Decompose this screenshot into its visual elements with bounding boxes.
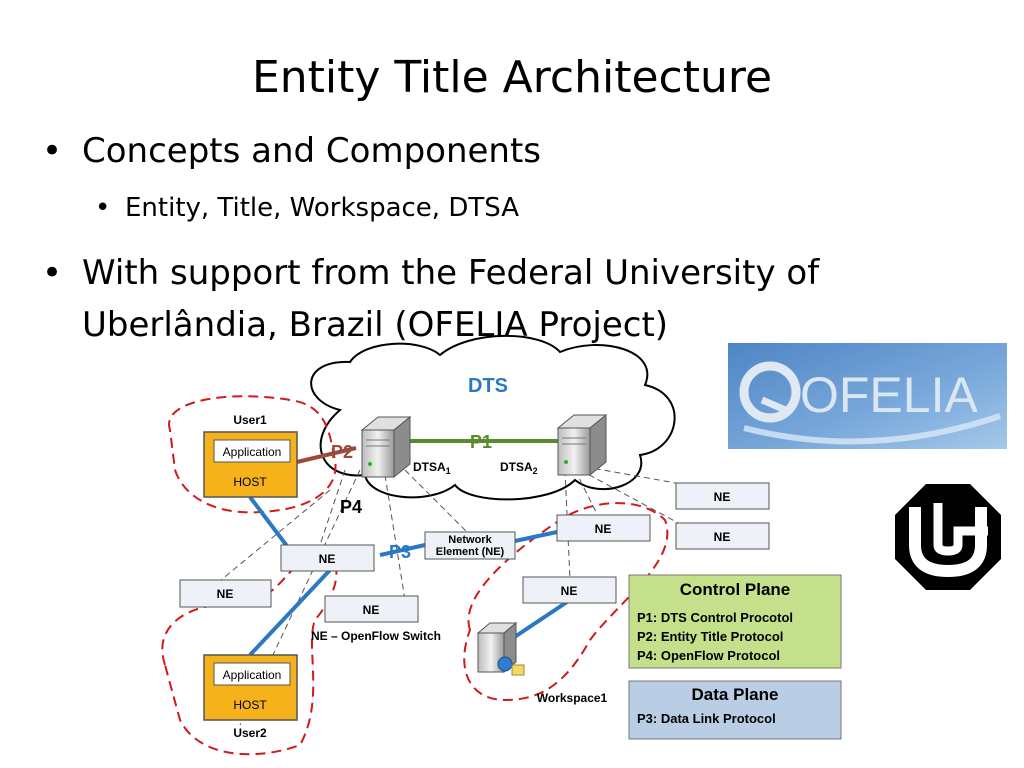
svg-text:NE: NE <box>217 587 234 601</box>
svg-text:NE: NE <box>714 490 731 504</box>
slide-title: Entity Title Architecture <box>251 52 773 103</box>
workspace1-label: Workspace1 <box>537 691 608 705</box>
ne-openflow-label: NE – OpenFlow Switch <box>311 629 441 643</box>
user1-host: Application HOST <box>203 431 298 498</box>
legend-line: P3: Data Link Protocol <box>637 711 776 726</box>
svg-text:Element (NE): Element (NE) <box>436 546 505 558</box>
application-label: Application <box>223 445 282 459</box>
workspace1-server-icon <box>476 621 525 676</box>
bullet-dot: • <box>42 131 63 171</box>
p4-label: P4 <box>340 497 362 517</box>
bullet-text: With support from the Federal University… <box>82 253 820 293</box>
ne-box: NE <box>280 544 375 572</box>
svg-text:NE: NE <box>561 584 578 598</box>
svg-text:NE: NE <box>595 522 612 536</box>
p3-label: P3 <box>389 542 411 562</box>
bullet-dot: • <box>42 253 63 293</box>
p2-label: P2 <box>331 442 353 462</box>
user2-host: Application HOST <box>203 654 298 721</box>
ne-box: NE <box>675 522 770 550</box>
dts-label: DTS <box>468 375 508 397</box>
ne-box: NE <box>522 576 617 604</box>
control-plane-legend: Control Plane P1: DTS Control Procotol P… <box>628 574 842 669</box>
svg-text:NE: NE <box>363 603 380 617</box>
user1-region <box>168 395 337 514</box>
bullet-text: Entity, Title, Workspace, DTSA <box>125 193 519 223</box>
svg-text:NE: NE <box>319 552 336 566</box>
ne-box: NE <box>324 595 419 623</box>
host-label: HOST <box>233 698 267 712</box>
ne-box: NE <box>675 482 770 510</box>
network-elements: NE NE NE NE NE NE NE Network Element (NE… <box>179 482 770 623</box>
data-plane-title: Data Plane <box>692 685 779 704</box>
legend-line: P2: Entity Title Protocol <box>637 629 783 644</box>
dtsa2-server-icon <box>556 413 608 477</box>
svg-text:NE: NE <box>714 530 731 544</box>
ufu-logo <box>895 484 1001 590</box>
network-element-box: Network Element (NE) <box>424 531 516 560</box>
ofelia-logo: OFELIA <box>728 343 1007 449</box>
bullet-text: Concepts and Components <box>82 131 542 171</box>
p1-label: P1 <box>470 432 492 452</box>
dtsa1-server-icon <box>360 415 412 479</box>
workspace1-region <box>463 502 669 702</box>
ne-box: NE <box>179 579 272 608</box>
user2-region <box>161 546 338 756</box>
ofelia-logo-text: OFELIA <box>800 367 978 423</box>
dtsa1-label: DTSA1 <box>413 460 451 476</box>
user1-label: User1 <box>233 413 267 427</box>
bullet-text: Uberlândia, Brazil (OFELIA Project) <box>82 305 669 345</box>
host-label: HOST <box>233 475 267 489</box>
user2-label: User2 <box>233 726 267 740</box>
control-plane-title: Control Plane <box>680 580 791 599</box>
legend-line: P4: OpenFlow Protocol <box>637 648 780 663</box>
data-plane-legend: Data Plane P3: Data Link Protocol <box>628 680 842 740</box>
dtsa2-label: DTSA2 <box>500 460 538 476</box>
application-label: Application <box>223 668 282 682</box>
data-links <box>248 495 572 657</box>
legend-line: P1: DTS Control Procotol <box>637 610 793 625</box>
bullet-dot: • <box>95 193 111 223</box>
ne-box: NE <box>556 514 651 542</box>
svg-text:Network: Network <box>448 534 492 546</box>
p2-link <box>296 446 357 464</box>
